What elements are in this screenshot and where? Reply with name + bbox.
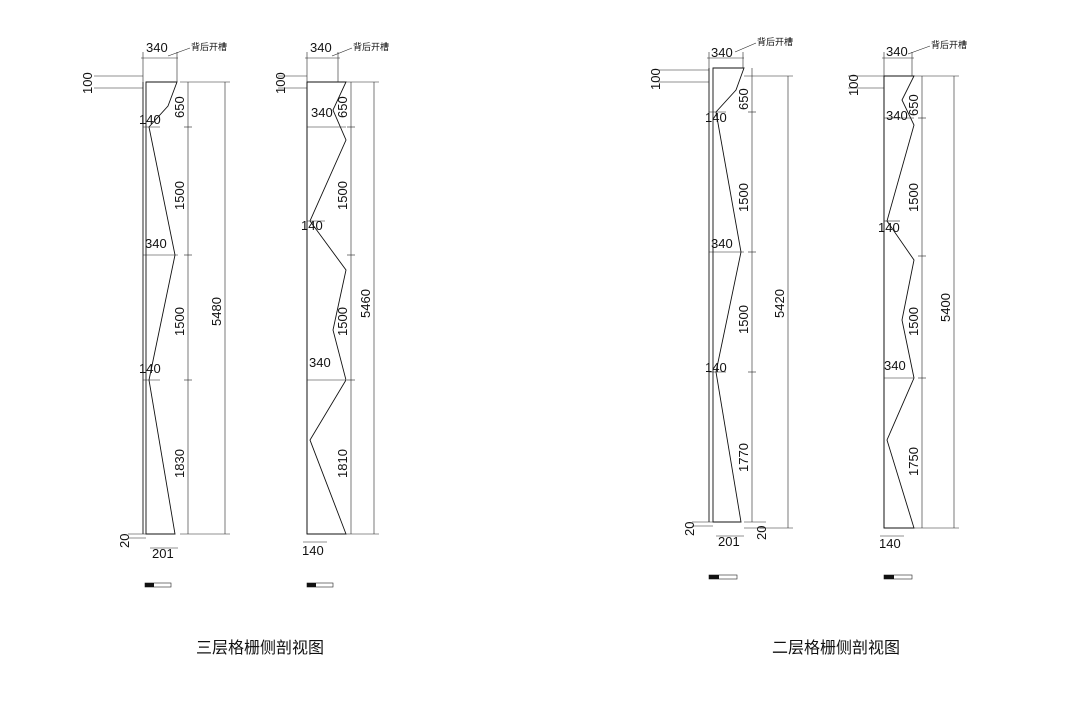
dim-total-height: 5400 [938,293,953,322]
dim-joint-width: 340 [711,236,733,251]
caption-group-2: 二层格栅侧剖视图 [772,638,900,657]
dim-joint-width: 140 [139,112,161,127]
dim-top-width: 340 [146,40,168,55]
leader-line [907,45,931,55]
dim-segment: 1500 [172,307,187,336]
scale-bar-fill [709,575,719,579]
dim-total-height: 5420 [772,289,787,318]
dim-top-offset: 100 [846,74,861,96]
note-back-slot: 背后开槽 [353,41,389,53]
note-back-slot: 背后开槽 [931,39,967,51]
dim-segment: 650 [736,88,751,110]
note-back-slot: 背后开槽 [757,36,793,48]
dim-bottom-width: 140 [302,543,324,558]
dim-joint-width: 340 [886,108,908,123]
dim-joint-width: 340 [884,358,906,373]
dim-segment: 1500 [335,181,350,210]
dim-segment: 1770 [736,443,751,472]
dim-bottom-width: 201 [152,546,174,561]
dim-segment: 1810 [335,449,350,478]
dim-base-offset: 20 [117,534,132,548]
dim-bottom-width: 201 [718,534,740,549]
scale-bar-fill [307,583,316,587]
dim-base-offset-right: 20 [754,526,769,540]
dim-joint-width: 340 [311,105,333,120]
dim-segment: 1500 [906,307,921,336]
dim-segment: 650 [172,96,187,118]
caption-group-1: 三层格栅侧剖视图 [196,638,324,657]
panel-g1-p2: 340 背后开槽 100 650 1500 1500 1810 340 140 … [273,40,389,588]
grille-profile-hatch [306,81,347,535]
dim-segment: 650 [906,94,921,116]
leader-line [734,42,757,53]
dim-top-offset: 100 [80,72,95,94]
dim-segment: 1830 [172,449,187,478]
dim-segment: 1750 [906,447,921,476]
dim-joint-width: 340 [309,355,331,370]
dim-segment: 1500 [335,307,350,336]
dim-segment: 1500 [736,305,751,334]
dim-segment: 1500 [736,183,751,212]
dim-joint-width: 140 [301,218,323,233]
leader-line [331,47,353,57]
leader-line [167,47,191,57]
grille-profile-hatch [883,75,915,529]
dim-joint-width: 340 [145,236,167,251]
note-back-slot: 背后开槽 [191,41,227,53]
dim-top-offset: 100 [648,68,663,90]
scale-bar-fill [145,583,154,587]
dim-segment: 1500 [172,181,187,210]
dim-joint-width: 140 [139,361,161,376]
dim-base-offset: 20 [682,522,697,536]
dim-segment: 650 [335,96,350,118]
dim-top-offset: 100 [273,72,288,94]
panel-g2-p1: 340 背后开槽 100 650 1500 1500 1770 140 340 … [648,36,793,580]
dim-joint-width: 140 [878,220,900,235]
panel-g1-p1: 340 背后开槽 100 650 1500 1500 1830 140 340 … [80,40,230,588]
panel-g2-p2: 340 背后开槽 100 650 1500 1500 1750 340 140 … [846,39,967,580]
dim-joint-width: 140 [705,110,727,125]
dim-joint-width: 140 [705,360,727,375]
dim-total-height: 5460 [358,289,373,318]
dim-top-width: 340 [310,40,332,55]
dim-bottom-width: 140 [879,536,901,551]
dim-segment: 1500 [906,183,921,212]
scale-bar-fill [884,575,894,579]
dim-top-width: 340 [711,45,733,60]
dim-top-width: 340 [886,44,908,59]
dim-total-height: 5480 [209,297,224,326]
